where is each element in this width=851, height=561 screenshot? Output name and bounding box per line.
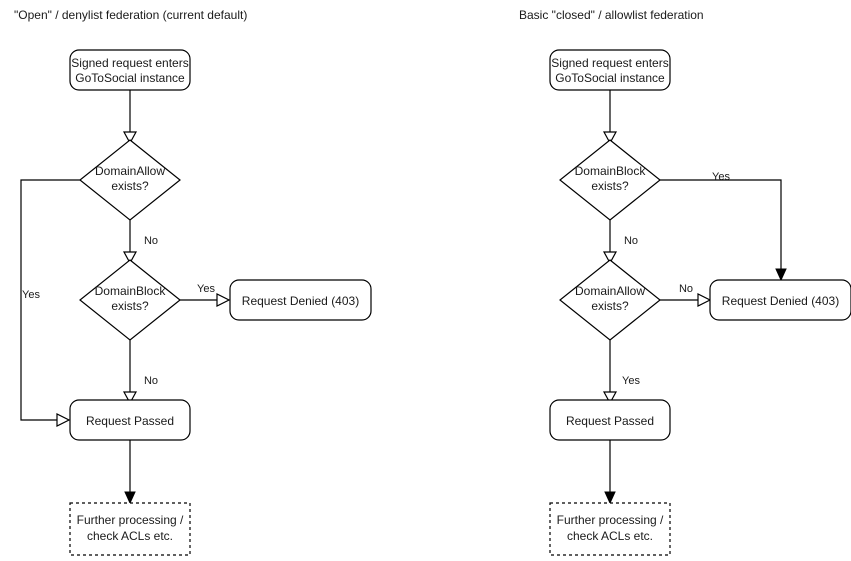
request-denied-box-shape-right[interactable] [709, 279, 851, 321]
node-request-passed-right[interactable]: Request Passed [549, 399, 671, 441]
edge-label-decision1-yes-left: Yes [22, 289, 40, 301]
edge-label-decision2-no-right: No [679, 283, 693, 295]
edge-label-decision1-yes-right: Yes [712, 171, 730, 183]
edge-decision2-yes-right: Yes [602, 340, 640, 405]
edge-decision1-no-right: No [602, 220, 638, 265]
edge-label-decision1-no-right: No [624, 235, 638, 247]
node-decision-domainblock-left[interactable]: DomainBlock exists? [79, 259, 181, 341]
further-processing-label-right-line1: Further processing / [557, 513, 664, 527]
further-processing-label-line1: Further processing / [77, 513, 184, 527]
node-start-right[interactable]: Signed request enters GoToSocial instanc… [549, 49, 671, 91]
node-decision-domainblock-right[interactable]: DomainBlock exists? [559, 139, 661, 221]
diagram-closed-allowlist: Basic "closed" / allowlist federation Si… [519, 8, 851, 556]
decision2-label-right-line1: DomainAllow [575, 284, 645, 298]
edge-label-decision2-yes-left: Yes [197, 283, 215, 295]
start-box-label-right-line2: GoToSocial instance [555, 71, 665, 85]
further-processing-box-shape[interactable] [69, 502, 191, 556]
node-further-processing-right[interactable]: Further processing / check ACLs etc. [549, 502, 671, 556]
further-processing-box-shape-right[interactable] [549, 502, 671, 556]
start-box-label-line1: Signed request enters [71, 56, 188, 70]
edge-decision2-no-right: No [660, 283, 712, 307]
edge-passed-to-further-left [124, 440, 136, 505]
node-further-processing-left[interactable]: Further processing / check ACLs etc. [69, 502, 191, 556]
edge-passed-to-further-right [604, 440, 616, 505]
node-request-denied-right[interactable]: Request Denied (403) [709, 279, 851, 321]
diagram-title-open-denylist: "Open" / denylist federation (current de… [14, 8, 247, 22]
diagram-open-denylist: "Open" / denylist federation (current de… [14, 8, 372, 556]
edge-decision2-no-left: No [122, 340, 158, 405]
edge-decision1-yes-right: Yes [660, 171, 787, 282]
decision1-label-line1: DomainAllow [95, 164, 165, 178]
node-request-denied-left[interactable]: Request Denied (403) [229, 279, 372, 321]
decision1-label-line2: exists? [111, 179, 149, 193]
decision2-label-line1: DomainBlock [95, 284, 167, 298]
start-box-label-right-line1: Signed request enters [551, 56, 668, 70]
decision1-label-right-line1: DomainBlock [575, 164, 647, 178]
request-denied-label: Request Denied (403) [242, 294, 359, 308]
node-decision-domainallow-right[interactable]: DomainAllow exists? [559, 259, 661, 341]
edge-start-to-decision1-right [602, 90, 618, 145]
node-decision-domainallow-left[interactable]: DomainAllow exists? [79, 139, 181, 221]
request-passed-label-right: Request Passed [566, 414, 654, 428]
diagram-title-closed-allowlist: Basic "closed" / allowlist federation [519, 8, 704, 22]
edge-label-decision2-no-left: No [144, 375, 158, 387]
start-box-label-line2: GoToSocial instance [75, 71, 185, 85]
edge-label-decision2-yes-right: Yes [622, 375, 640, 387]
node-start-left[interactable]: Signed request enters GoToSocial instanc… [69, 49, 191, 91]
decision2-label-line2: exists? [111, 299, 149, 313]
edge-decision1-no-left: No [122, 220, 158, 265]
further-processing-label-right-line2: check ACLs etc. [567, 529, 653, 543]
further-processing-label-line2: check ACLs etc. [87, 529, 173, 543]
edge-decision2-yes-left: Yes [180, 283, 231, 307]
node-request-passed-left[interactable]: Request Passed [69, 399, 191, 441]
edge-label-decision1-no-left: No [144, 235, 158, 247]
decision2-label-right-line2: exists? [591, 299, 629, 313]
request-denied-label-right: Request Denied (403) [722, 294, 839, 308]
edge-decision1-yes-left: Yes [20, 179, 80, 427]
edge-start-to-decision1-left [122, 90, 138, 145]
request-denied-box-shape[interactable] [229, 279, 372, 321]
decision1-label-right-line2: exists? [591, 179, 629, 193]
request-passed-label: Request Passed [86, 414, 174, 428]
